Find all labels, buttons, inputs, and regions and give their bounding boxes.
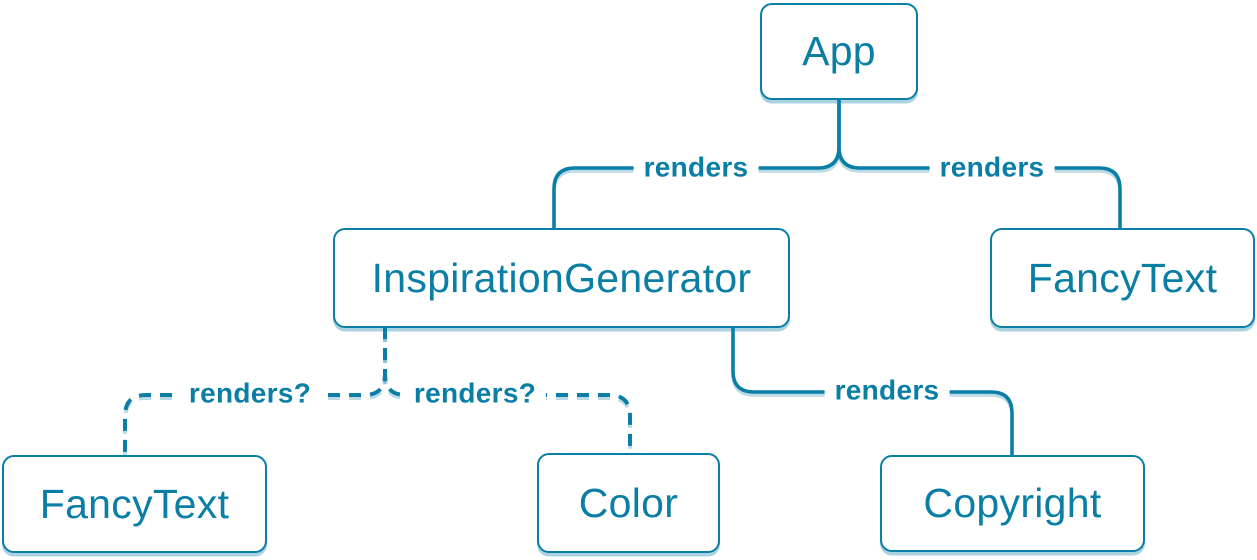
- node-label-copyright: Copyright: [923, 480, 1102, 526]
- node-label-color: Color: [578, 479, 679, 526]
- edge-label-inspiration-generator-to-fancy-text-bottom: renders?: [178, 377, 322, 411]
- edge-label-app-to-fancy-text-top: renders: [929, 151, 1055, 185]
- node-label-inspiration-generator: InspirationGenerator: [371, 254, 752, 301]
- node-fancy-text-bottom: FancyText: [2, 455, 267, 553]
- node-fancy-text-top: FancyText: [990, 228, 1255, 328]
- edge-label-app-to-inspiration-generator: renders: [633, 151, 759, 185]
- edge-label-inspiration-generator-to-copyright: renders: [824, 374, 950, 408]
- node-label-app: App: [802, 28, 876, 74]
- edge-label-inspiration-generator-to-color: renders?: [403, 377, 547, 411]
- node-copyright: Copyright: [880, 455, 1145, 552]
- node-app: App: [760, 3, 918, 100]
- node-color: Color: [537, 453, 720, 553]
- node-inspiration-generator: InspirationGenerator: [333, 228, 790, 328]
- node-label-fancy-text-top: FancyText: [1027, 254, 1218, 301]
- node-label-fancy-text-bottom: FancyText: [39, 480, 230, 527]
